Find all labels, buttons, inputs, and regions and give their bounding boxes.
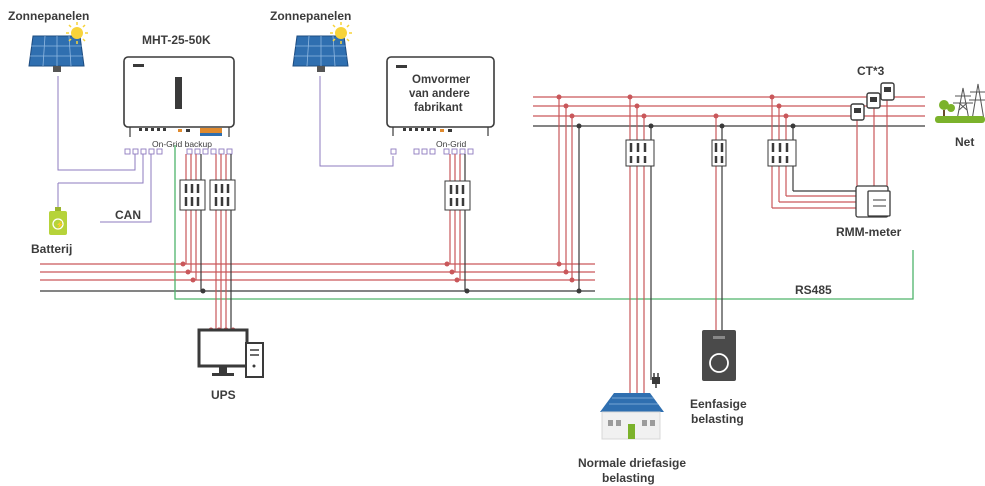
house-icon	[600, 393, 664, 440]
ups-label: UPS	[211, 388, 236, 402]
solar-panel-right	[292, 22, 352, 72]
inverter-icon	[386, 56, 495, 136]
rmm-wires	[769, 94, 888, 209]
inverter-main-wires	[185, 154, 232, 330]
meter-icon	[855, 185, 891, 218]
other-inverter-label-3: fabrikant	[414, 102, 463, 114]
bus-bridge	[556, 94, 582, 294]
sun-icon	[330, 22, 352, 44]
battery-icon: ⚡	[49, 207, 67, 235]
on-grid-backup-label: On-Grid backup	[152, 139, 212, 149]
three-phase-load-label-2: belasting	[602, 471, 655, 485]
ct-label: CT*3	[857, 64, 885, 78]
ct-sensor-icon	[866, 92, 881, 109]
other-inverter-wires	[449, 154, 466, 291]
sun-icon	[66, 22, 88, 44]
can-label: CAN	[115, 208, 141, 222]
bus-junction-dots	[444, 261, 470, 294]
grid-label: Net	[955, 135, 974, 149]
three-phase-load-label-1: Normale driefasige	[578, 456, 686, 470]
ev-charger-icon	[702, 330, 736, 381]
breaker-icon	[711, 139, 727, 167]
grass	[935, 116, 985, 123]
other-inverter-ports	[390, 148, 474, 155]
rmm-label: RMM-meter	[836, 225, 902, 239]
breaker-icon	[179, 179, 206, 211]
solar-panel-icon	[292, 35, 349, 72]
grid-tower-icon	[953, 83, 985, 121]
tree-icon	[939, 100, 955, 118]
single-phase-load-label-1: Eenfasige	[690, 397, 747, 411]
breaker-icon	[767, 139, 797, 167]
inverter-main-label: MHT-25-50K	[142, 33, 211, 47]
single-phase-load-label-2: belasting	[691, 412, 744, 426]
ct-sensor-icon	[850, 103, 865, 121]
rs485-line	[174, 145, 914, 300]
battery-label: Batterij	[31, 242, 72, 256]
breaker-icon	[444, 180, 471, 211]
solar-left-label: Zonnepanelen	[8, 9, 89, 23]
breaker-icon	[625, 139, 655, 167]
other-inverter-label-2: van andere	[409, 88, 470, 100]
upper-bus	[533, 96, 925, 127]
lower-bus	[40, 263, 595, 292]
solar-right-label: Zonnepanelen	[270, 9, 351, 23]
other-inverter-label-1: Omvormer	[412, 74, 471, 86]
signal-lines	[57, 76, 394, 223]
inverter-icon	[123, 56, 235, 137]
breaker-icon	[209, 179, 236, 211]
solar-panel-icon	[28, 35, 85, 72]
rs485-label: RS485	[795, 283, 832, 297]
solar-panel-left	[28, 22, 88, 72]
bus-junction-dots	[180, 261, 206, 294]
plug-icon	[652, 373, 660, 388]
svg-text:⚡: ⚡	[56, 220, 65, 229]
ups-icon	[197, 327, 264, 378]
on-grid-label: On-Grid	[436, 139, 467, 149]
inverter-ports-left	[124, 148, 233, 155]
ct-sensor-icon	[880, 82, 895, 101]
